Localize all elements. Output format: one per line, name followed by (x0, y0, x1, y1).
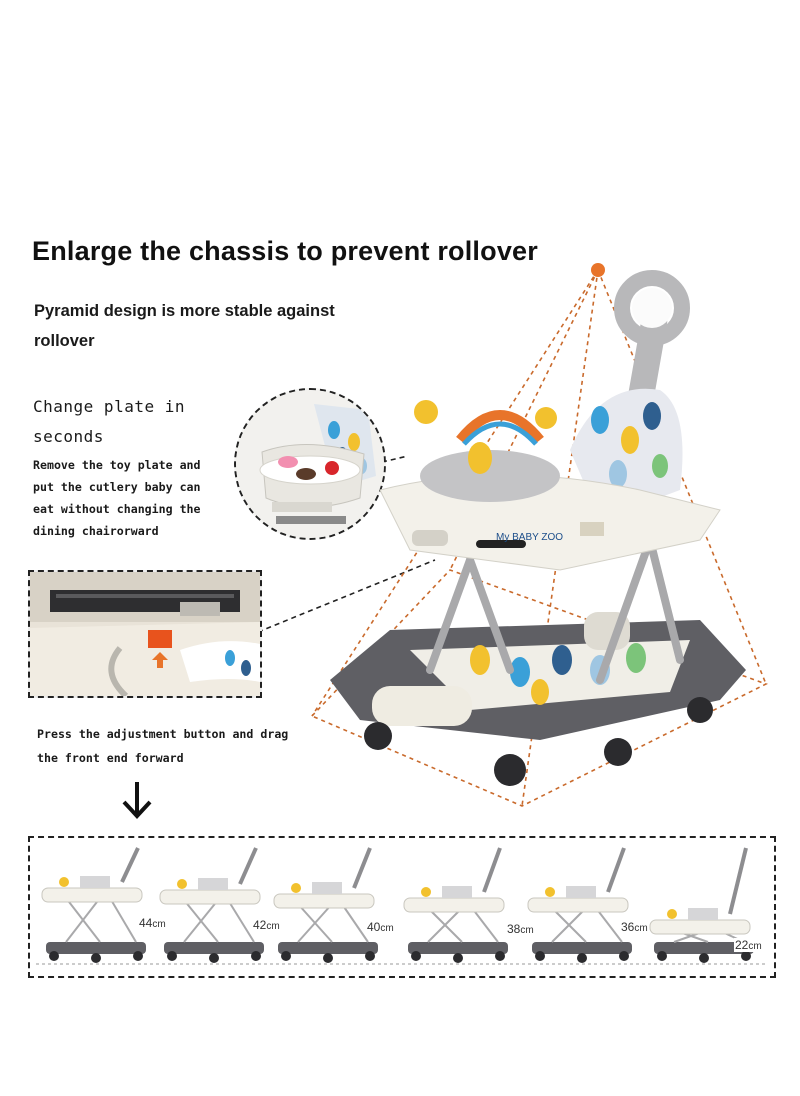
height-label-42: 42cm (252, 918, 281, 932)
height-levels-panel: 44cm 42cm 40cm 38cm 36cm 22cm (28, 836, 776, 978)
plate-description: Remove the toy plate and put the cutlery… (33, 458, 201, 538)
down-arrow-icon (122, 782, 152, 819)
walker-level-4 (403, 847, 508, 963)
height-label-40: 40cm (366, 920, 395, 934)
height-label-22: 22cm (734, 938, 763, 952)
walker-level-3 (273, 847, 378, 963)
walker-level-2 (159, 847, 264, 963)
height-label-38: 38cm (506, 922, 535, 936)
walker-level-5 (527, 847, 632, 963)
page-title: Enlarge the chassis to prevent rollover (32, 236, 538, 266)
adjust-instruction: Press the adjustment button and drag the… (37, 727, 289, 765)
baby-walker-illustration: My BABY ZOO (310, 263, 769, 807)
height-levels-illustration (36, 847, 768, 965)
subtitle: Pyramid design is more stable against ro… (34, 302, 335, 350)
apex-marker (591, 263, 605, 277)
product-label: My BABY ZOO (496, 532, 563, 543)
walker-level-6 (649, 847, 754, 963)
plate-heading: Change plate in seconds (33, 397, 185, 446)
plate-inset-image (234, 388, 386, 540)
walker-level-1 (41, 847, 146, 963)
height-label-44: 44cm (138, 916, 167, 930)
height-label-36: 36cm (620, 920, 649, 934)
adjust-button-inset-image (28, 570, 262, 698)
